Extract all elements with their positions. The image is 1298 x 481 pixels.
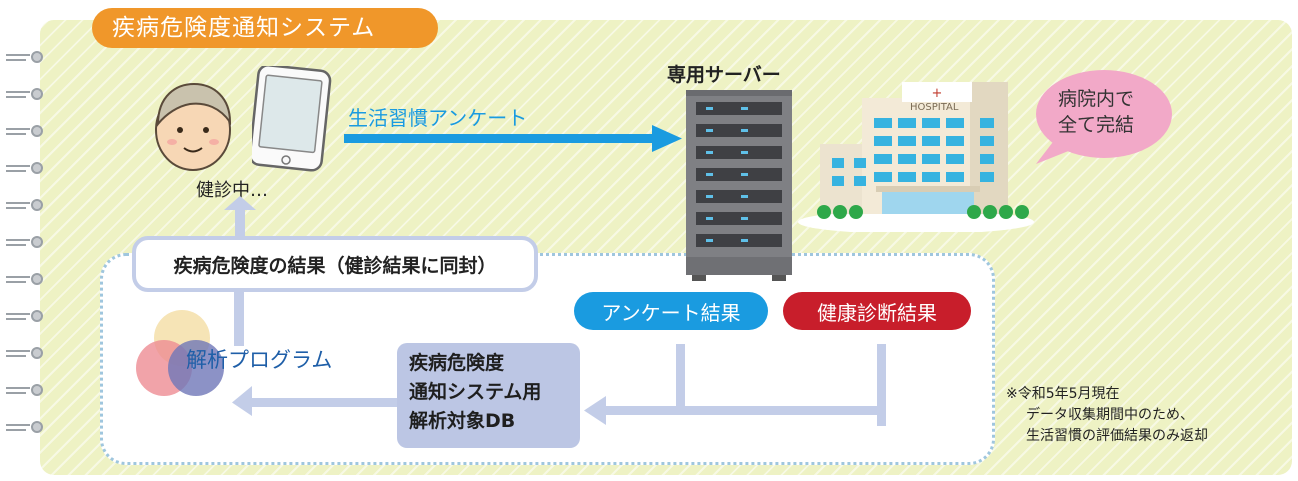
hospital-sign: HOSPITAL	[910, 102, 959, 113]
bubble-text: 病院内で 全て完結	[1057, 88, 1134, 136]
health-result-pill: 健康診断結果	[783, 292, 971, 330]
analysis-program-label: 解析プログラム	[186, 348, 333, 372]
up-arrow-to-result	[234, 290, 244, 346]
analysis-db-box: 疾病危険度 通知システム用 解析対象DB	[397, 343, 580, 448]
hospital-icon: + HOSPITAL	[798, 82, 1034, 232]
patient-status: 健診中…	[196, 180, 268, 201]
db-to-program-arrow	[232, 386, 398, 416]
tablet-icon	[252, 66, 332, 172]
footnote: ※令和5年5月現在 データ収集期間中のため、 生活習慣の評価結果のみ返却	[1006, 386, 1208, 444]
flow-lines	[584, 344, 886, 426]
survey-arrow	[344, 125, 682, 152]
survey-arrow-label: 生活習慣アンケート	[348, 106, 528, 130]
venn-icon	[136, 310, 224, 396]
system-title: 疾病危険度通知システム	[92, 8, 438, 48]
svg-text:+: +	[932, 86, 943, 101]
server-icon	[686, 90, 792, 281]
binder-rings	[6, 51, 43, 433]
up-arrow-to-patient	[224, 196, 256, 238]
server-label: 専用サーバー	[667, 64, 781, 86]
speech-bubble	[1036, 70, 1172, 164]
survey-result-pill: アンケート結果	[574, 292, 768, 330]
risk-result-box: 疾病危険度の結果（健診結果に同封）	[132, 236, 538, 292]
patient-avatar-icon	[155, 82, 232, 171]
